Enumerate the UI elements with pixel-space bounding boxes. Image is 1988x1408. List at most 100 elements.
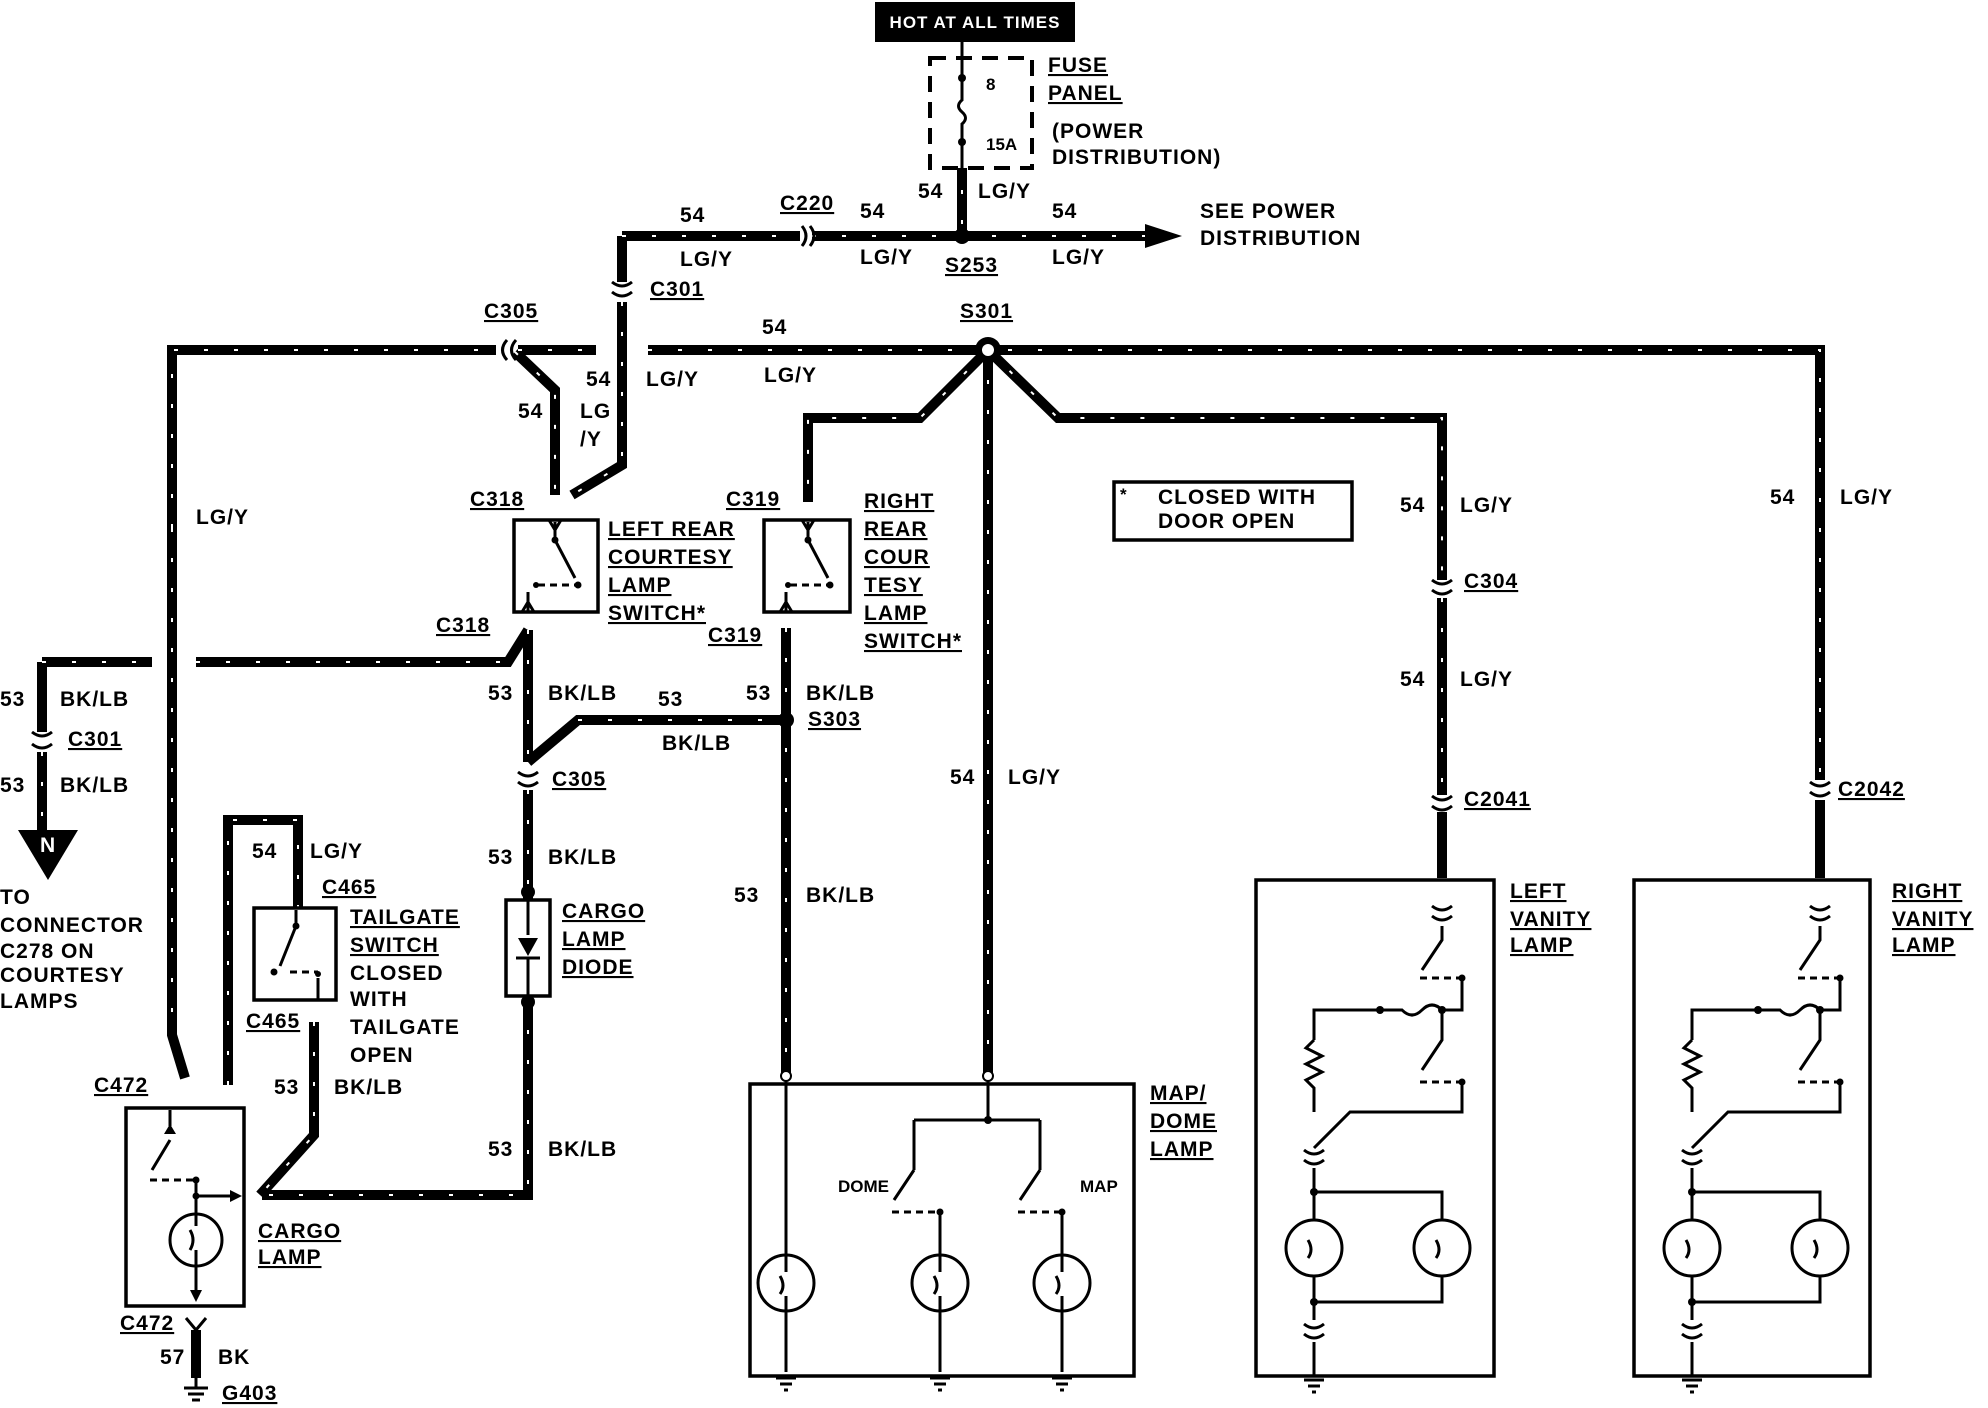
fuse-number: 8 bbox=[986, 75, 995, 94]
wire-53-s303 bbox=[524, 715, 786, 766]
dome-label: DOME bbox=[838, 1177, 889, 1196]
arrow-right-icon bbox=[1145, 224, 1182, 248]
left-rear-switch-label-3: LAMP bbox=[608, 574, 672, 597]
tailgate-switch-label-6: OPEN bbox=[350, 1044, 414, 1067]
bulb-3-filament bbox=[1054, 1255, 1064, 1372]
left-rear-switch-label-2: COURTESY bbox=[608, 546, 733, 569]
connector-c220-icon bbox=[800, 225, 816, 247]
tailgate-switch-contact bbox=[270, 968, 278, 976]
right-vanity-bulb-node bbox=[1688, 1188, 1696, 1196]
circuit-54-top-left: 54 bbox=[680, 204, 705, 227]
see-power-distribution-1: SEE POWER bbox=[1200, 200, 1336, 223]
bulb-2-filament bbox=[932, 1255, 942, 1372]
color-lgy-c301-drop: LG/Y bbox=[646, 368, 699, 391]
wire-tracer bbox=[171, 349, 496, 528]
circuit-53-tailgate: 53 bbox=[274, 1076, 299, 1099]
circuit-54-right-vanity: 54 bbox=[1770, 486, 1795, 509]
see-power-distribution-2: DISTRIBUTION bbox=[1200, 227, 1361, 250]
hot-at-all-times-label: HOT AT ALL TIMES bbox=[890, 13, 1061, 32]
connector-c301-label: C301 bbox=[650, 278, 704, 301]
hot-at-all-times-banner bbox=[875, 2, 1075, 42]
color-lgy-fuse: LG/Y bbox=[978, 180, 1031, 203]
fuse-terminal-top bbox=[958, 74, 966, 82]
circuit-54-map-dome: 54 bbox=[950, 766, 975, 789]
splice-s253-label: S253 bbox=[945, 254, 998, 277]
to-connector-label-3: C278 ON bbox=[0, 940, 95, 963]
connector-n-marker: N bbox=[40, 834, 56, 857]
circuit-54-left-vanity-top: 54 bbox=[1400, 494, 1425, 517]
tailgate-switch-label-4: WITH bbox=[350, 988, 408, 1011]
fuse-panel-label-2: PANEL bbox=[1048, 82, 1123, 105]
connector-c318-bottom-label: C318 bbox=[436, 614, 490, 637]
dome-switch-icon bbox=[892, 1169, 916, 1201]
splice-s301-dot-center bbox=[982, 344, 994, 356]
ground-g403-label: G403 bbox=[222, 1382, 277, 1405]
cargo-lamp-switch-icon bbox=[150, 1110, 172, 1171]
right-vanity-switch-2-icon bbox=[1798, 1010, 1822, 1071]
tailgate-switch-ground-dot bbox=[315, 971, 321, 977]
right-vanity-conn-mid-icon bbox=[1681, 1148, 1703, 1166]
legend-note-1: CLOSED WITH bbox=[1158, 486, 1316, 509]
circuit-53-far-left-top: 53 bbox=[0, 688, 25, 711]
circuit-53-cargo: 53 bbox=[488, 1138, 513, 1161]
diode-top-dot bbox=[521, 885, 535, 899]
map-dome-lamp-label-3: LAMP bbox=[1150, 1138, 1214, 1161]
wire-tracer bbox=[227, 819, 299, 1085]
right-vanity-resistor-icon bbox=[1680, 1038, 1704, 1112]
cargo-lamp-filament bbox=[188, 1196, 198, 1296]
tailgate-switch-pivot bbox=[292, 922, 300, 930]
left-rear-switch-ground-dot bbox=[533, 582, 539, 588]
connector-c305-bklb-icon bbox=[517, 770, 539, 788]
wire-tracer bbox=[987, 349, 1443, 580]
left-vanity-lamp-label-3: LAMP bbox=[1510, 934, 1574, 957]
right-vanity-return-node bbox=[1688, 1298, 1696, 1306]
wire-54-main-bus-left bbox=[167, 345, 496, 528]
right-vanity-lamp-box bbox=[1632, 878, 1872, 1378]
to-connector-label-5: LAMPS bbox=[0, 990, 79, 1013]
left-rear-switch-contact bbox=[574, 581, 582, 589]
circuit-54-bus: 54 bbox=[762, 316, 787, 339]
right-vanity-lamp-label-2: VANITY bbox=[1892, 908, 1973, 931]
left-vanity-lamp-label-2: VANITY bbox=[1510, 908, 1591, 931]
connector-n-arrow-icon bbox=[18, 830, 78, 880]
left-vanity-lamp bbox=[1254, 878, 1496, 1394]
right-vanity-lamp bbox=[1632, 878, 1872, 1394]
connector-c220-label: C220 bbox=[780, 192, 834, 215]
cargo-lamp-diode-label-1: CARGO bbox=[562, 900, 645, 923]
color-bklb-c319-drop: BK/LB bbox=[806, 682, 875, 705]
power-distribution-label-1: (POWER bbox=[1052, 120, 1144, 143]
color-lgy-map-dome: LG/Y bbox=[1008, 766, 1061, 789]
right-rear-switch-contact bbox=[826, 581, 834, 589]
circuit-54-fuse: 54 bbox=[918, 180, 943, 203]
map-dome-lamp-label-2: DOME bbox=[1150, 1110, 1217, 1133]
wire-53-diode-down bbox=[262, 1000, 533, 1200]
left-vanity-conn-mid-icon bbox=[1303, 1148, 1325, 1166]
left-rear-switch-label-4: SWITCH* bbox=[608, 602, 706, 625]
right-rear-switch-conn-bottom bbox=[778, 599, 794, 613]
left-rear-switch-conn-top bbox=[547, 519, 563, 533]
right-rear-switch-label-1: RIGHT bbox=[864, 490, 934, 513]
fuse-panel-box bbox=[928, 56, 1034, 170]
circuit-53-c318-drop: 53 bbox=[488, 682, 513, 705]
wire-53-tailgate bbox=[256, 1022, 319, 1199]
color-lgy-left-vertical: LG/Y bbox=[196, 506, 249, 529]
splice-s253-dot bbox=[954, 228, 970, 244]
circuit-53-map-dome: 53 bbox=[734, 884, 759, 907]
right-vanity-lamp-label-1: RIGHT bbox=[1892, 880, 1962, 903]
left-vanity-filaments bbox=[1306, 1239, 1444, 1320]
color-bk-ground: BK bbox=[218, 1346, 250, 1369]
left-vanity-lamp-box bbox=[1254, 878, 1496, 1378]
connector-c472-bottom-label: C472 bbox=[120, 1312, 174, 1335]
tailgate-switch-label-1: TAILGATE bbox=[350, 906, 460, 929]
right-vanity-ground-icon bbox=[1682, 1378, 1702, 1394]
color-bklb-far-left-top: BK/LB bbox=[60, 688, 129, 711]
color-lgy-tailgate: LG/Y bbox=[310, 840, 363, 863]
map-dome-bus bbox=[912, 1118, 1042, 1170]
circuit-53-c319-drop: 53 bbox=[746, 682, 771, 705]
map-dome-ground-icons bbox=[776, 1376, 1072, 1392]
left-vanity-bulb-bus bbox=[1312, 1168, 1444, 1220]
circuit-54-c305-drop: 54 bbox=[518, 400, 543, 423]
connector-c2041-icon bbox=[1431, 794, 1453, 812]
bulb-1-filament bbox=[778, 1255, 788, 1372]
cargo-lamp-label-1: CARGO bbox=[258, 1220, 341, 1243]
